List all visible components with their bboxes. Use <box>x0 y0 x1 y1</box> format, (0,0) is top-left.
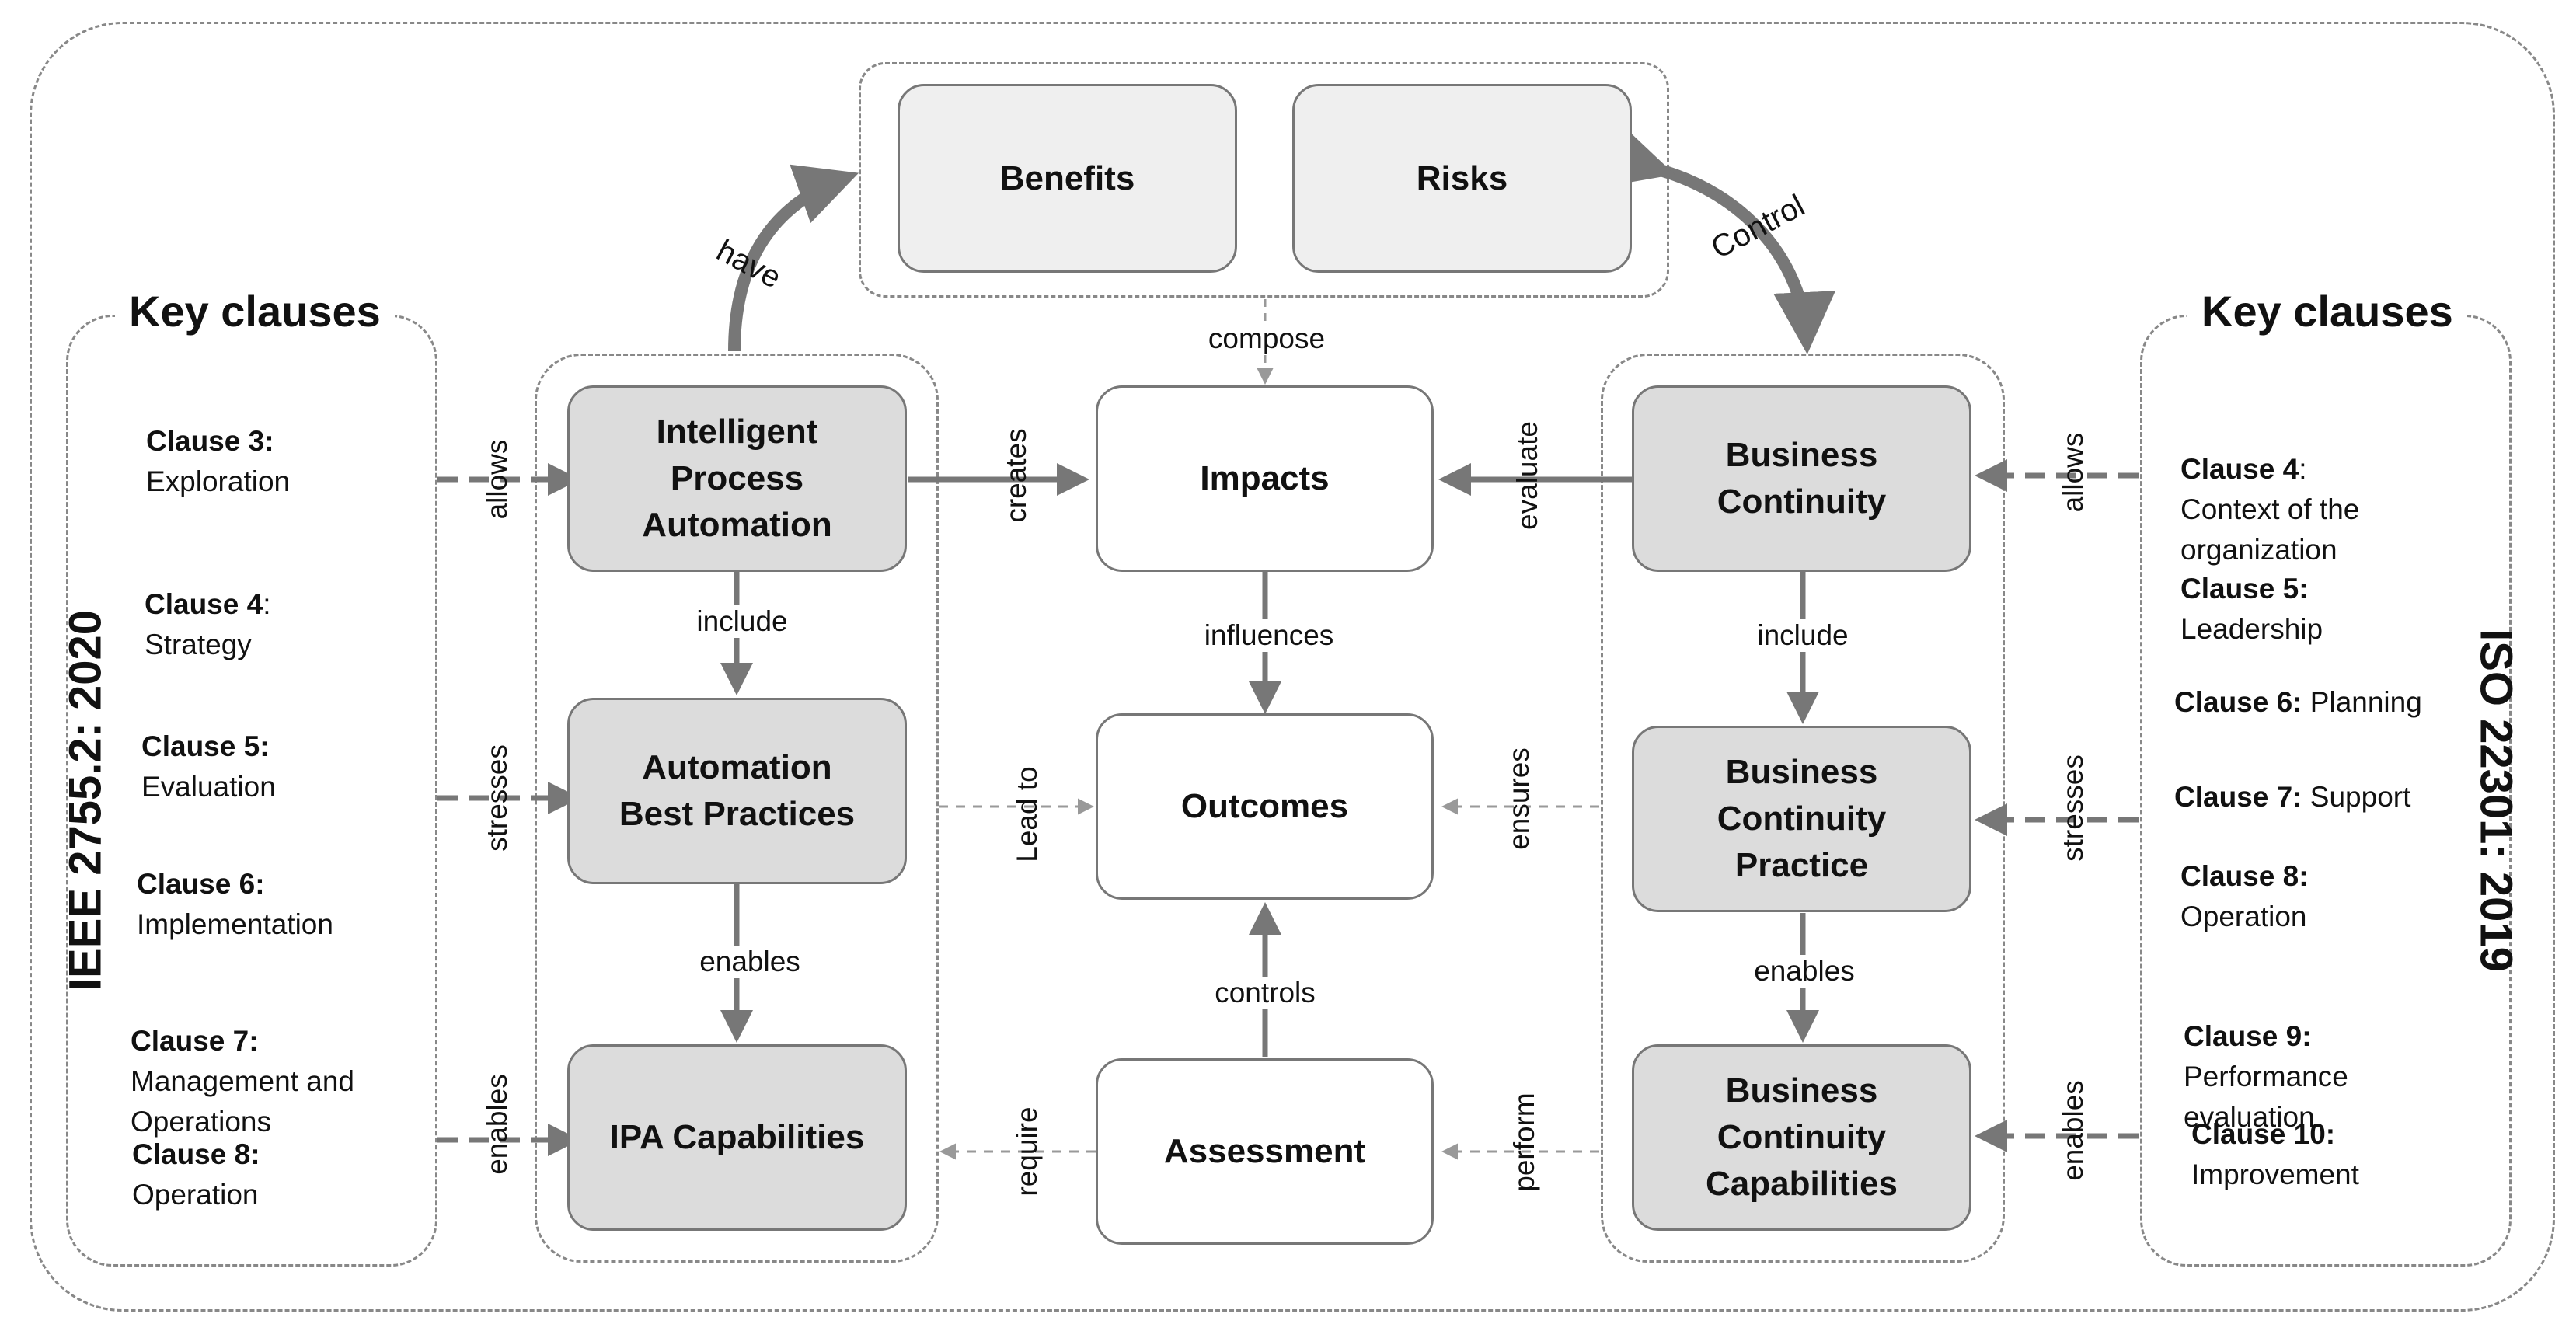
left-clause-3: Clause 3:Exploration <box>146 425 291 497</box>
right-clause-5: Clause 5:Leadership <box>2180 573 2323 645</box>
left-clause-8: Clause 8:Operation <box>132 1138 260 1211</box>
lead-to-label: Lead to <box>1011 766 1043 862</box>
ipa-capabilities-node: IPA Capabilities <box>567 1044 907 1231</box>
left-clause-7: Clause 7:Management and Operations <box>131 1025 354 1138</box>
business-continuity-practice-node: Business Continuity Practice <box>1632 726 1971 912</box>
right-stresses-label: stresses <box>2057 754 2089 862</box>
left-allows-label: allows <box>481 439 513 520</box>
business-continuity-node: Business Continuity <box>1632 385 1971 572</box>
right-clause-8: Clause 8:Operation <box>2180 860 2309 932</box>
right-enables-label: enables <box>2057 1080 2089 1181</box>
automation-best-practices-node: Automation Best Practices <box>567 698 907 884</box>
influences-label: influences <box>1199 619 1339 652</box>
assessment-node: Assessment <box>1096 1058 1434 1245</box>
left-clause-6: Clause 6:Implementation <box>137 868 333 940</box>
right-allows-label: allows <box>2057 432 2089 513</box>
controls-label: controls <box>1210 977 1320 1009</box>
ipa-node: Intelligent Process Automation <box>567 385 907 572</box>
left-clause-5: Clause 5:Evaluation <box>141 730 276 803</box>
enables-right-label: enables <box>1749 955 1860 988</box>
outer-frame <box>30 22 2555 1312</box>
ensures-label: ensures <box>1503 747 1535 850</box>
creates-label: creates <box>1000 428 1032 523</box>
risks-node: Risks <box>1292 84 1632 273</box>
impacts-node: Impacts <box>1096 385 1434 572</box>
include-left-label: include <box>692 605 793 638</box>
outcomes-node: Outcomes <box>1096 713 1434 900</box>
right-clause-7: Clause 7: Support <box>2174 781 2411 813</box>
control-arrow <box>1606 127 1836 354</box>
have-arrow <box>728 164 859 352</box>
left-key-clauses-heading: Key clauses <box>115 286 395 336</box>
benefits-node: Benefits <box>898 84 1237 273</box>
enables-left-label: enables <box>695 946 805 978</box>
include-right-label: include <box>1752 619 1853 652</box>
require-label: require <box>1011 1106 1043 1197</box>
ipa-column-group <box>535 354 939 1263</box>
right-clause-6: Clause 6: Planning <box>2174 686 2422 718</box>
compose-label: compose <box>1203 322 1330 355</box>
right-clause-4: Clause 4:Context of the organization <box>2180 453 2360 566</box>
right-key-clauses-heading: Key clauses <box>2187 286 2467 336</box>
perform-label: perform <box>1508 1092 1540 1192</box>
left-stresses-label: stresses <box>481 744 513 852</box>
business-continuity-capabilities-node: Business Continuity Capabilities <box>1632 1044 1971 1231</box>
left-clause-4: Clause 4:Strategy <box>145 588 271 660</box>
evaluate-label: evaluate <box>1511 421 1543 530</box>
left-enables-label: enables <box>481 1074 513 1175</box>
right-clause-9: Clause 9:Performance evaluation <box>2184 1020 2348 1133</box>
right-clause-10: Clause 10:Improvement <box>2191 1118 2359 1190</box>
